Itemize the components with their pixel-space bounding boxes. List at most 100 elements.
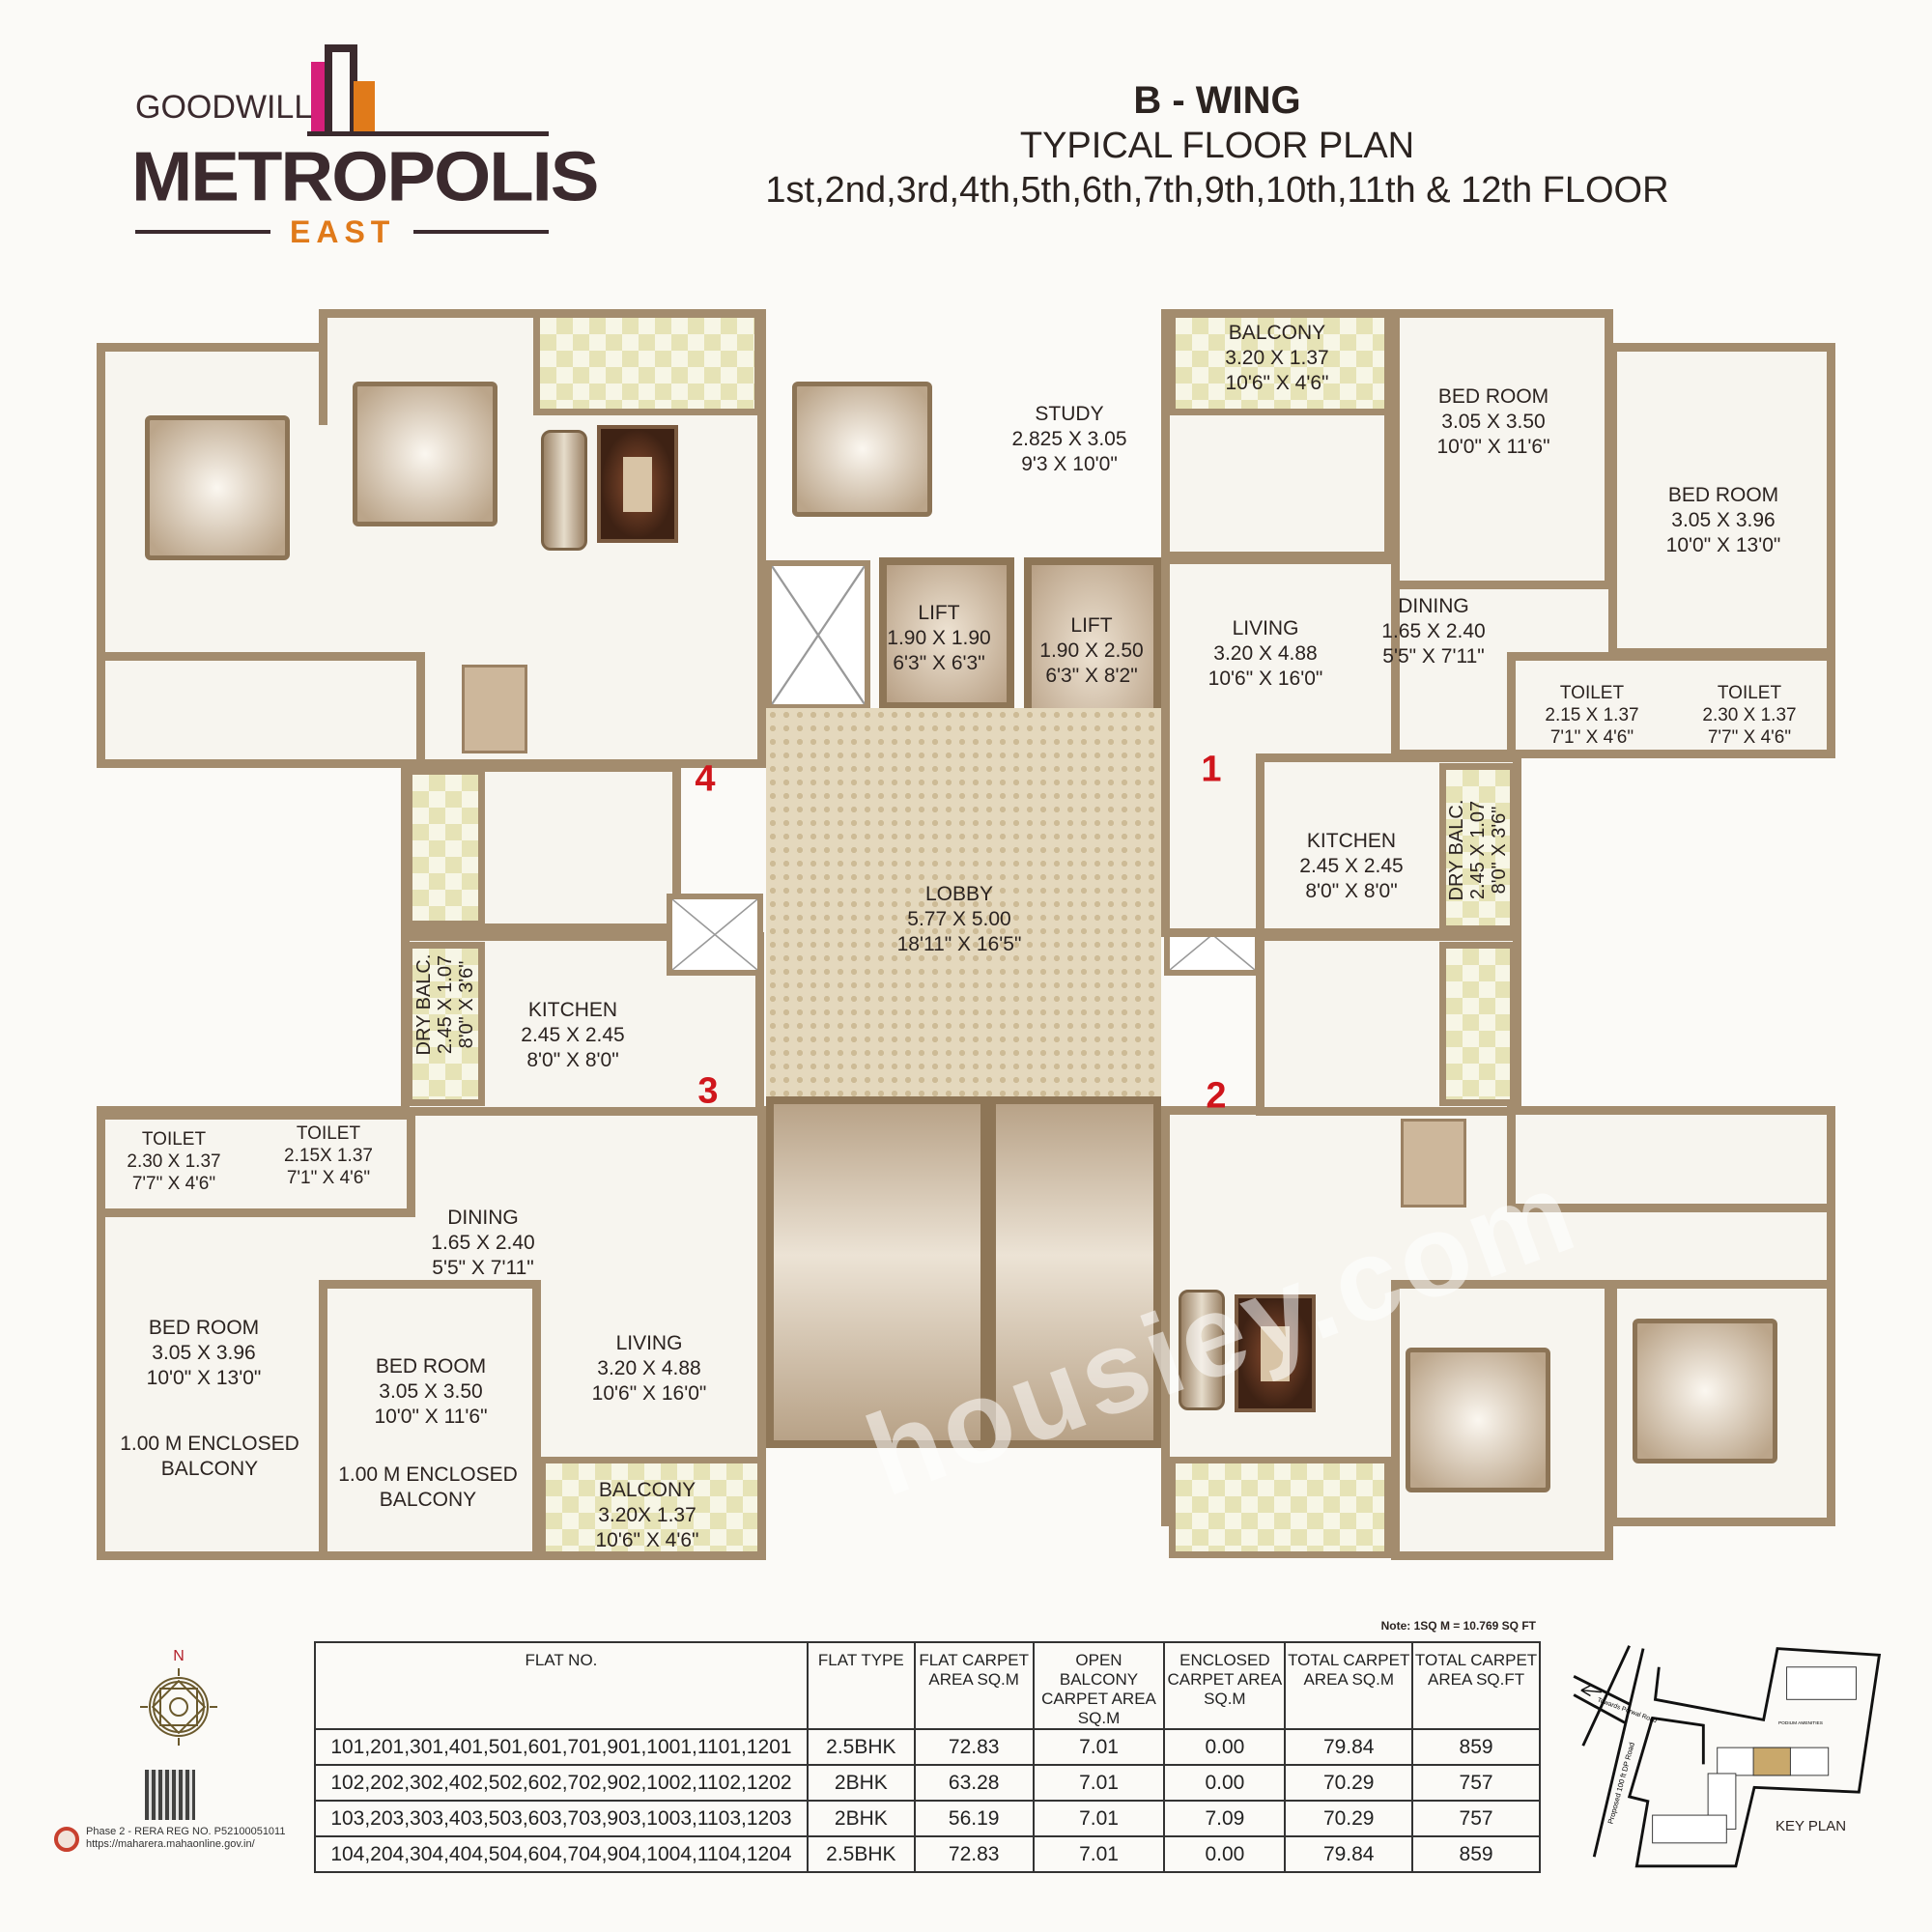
- flat-1-bedroom-2: [1608, 343, 1835, 657]
- col-enclosed: ENCLOSED CARPET AREA SQ.M: [1163, 1641, 1287, 1730]
- bed-icon: [353, 382, 497, 526]
- table-cell: 0.00: [1163, 1835, 1287, 1873]
- table-cell: 79.84: [1284, 1728, 1414, 1766]
- flat-3-balcony: [539, 1457, 764, 1558]
- logo-east: EAST: [290, 214, 396, 249]
- staircase: [766, 1096, 988, 1448]
- table-cell: 104,204,304,404,504,604,704,904,1004,110…: [314, 1835, 809, 1873]
- flat-3-toilets: [97, 1111, 415, 1217]
- col-open-balcony: OPEN BALCONY CARPET AREA SQ.M: [1032, 1641, 1166, 1730]
- area-table: FLAT NO. FLAT TYPE FLAT CARPET AREA SQ.M…: [314, 1641, 1541, 1873]
- b-wing-highlight: [1752, 1747, 1791, 1776]
- duct-shaft: [667, 894, 763, 976]
- table-cell: 70.29: [1284, 1764, 1414, 1802]
- plan-subtitle: TYPICAL FLOOR PLAN: [1019, 126, 1415, 166]
- table-cell: 7.01: [1032, 1728, 1166, 1766]
- flat-1-balcony: [1169, 311, 1391, 415]
- col-flat-carpet: FLAT CARPET AREA SQ.M: [913, 1641, 1035, 1730]
- table-cell: 2BHK: [806, 1764, 916, 1802]
- table-cell: 56.19: [913, 1800, 1035, 1837]
- bed-icon: [792, 382, 932, 517]
- table-cell: 2.5BHK: [806, 1728, 916, 1766]
- col-flat-no: FLAT NO.: [314, 1641, 809, 1730]
- table-cell: 2.5BHK: [806, 1835, 916, 1873]
- table-cell: 70.29: [1284, 1800, 1414, 1837]
- logo-metropolis: METROPOLIS: [131, 138, 599, 216]
- flat-2-toilets: [1507, 1106, 1835, 1212]
- table-row: 101,201,301,401,501,601,701,901,1001,110…: [314, 1728, 1541, 1766]
- table-cell: 7.01: [1032, 1764, 1166, 1802]
- sofa-icon: [1179, 1290, 1225, 1410]
- logo-rule: [135, 230, 270, 234]
- flat-1-dry-balcony: [1439, 763, 1517, 932]
- logo-goodwill: GOODWILL: [135, 89, 313, 126]
- flat-3-bedroom-2: [319, 1280, 541, 1560]
- rera-reg-no: Phase 2 - RERA REG NO. P52100051011: [86, 1826, 286, 1837]
- flat-4-dry-balcony: [406, 768, 485, 927]
- table-row: 104,204,304,404,504,604,704,904,1004,110…: [314, 1835, 1541, 1873]
- flat-1-toilets: [1507, 652, 1835, 758]
- col-flat-type: FLAT TYPE: [806, 1641, 916, 1730]
- table-cell: 2BHK: [806, 1800, 916, 1837]
- rera-info: Phase 2 - RERA REG NO. P52100051011 http…: [86, 1826, 285, 1851]
- flat-2-dry-balcony: [1439, 942, 1517, 1106]
- table-cell: 72.83: [913, 1728, 1035, 1766]
- table-cell: 79.84: [1284, 1835, 1414, 1873]
- bed-icon: [1633, 1319, 1777, 1463]
- table-cell: 859: [1411, 1728, 1541, 1766]
- table-cell: 7.01: [1032, 1835, 1166, 1873]
- lobby: [766, 708, 1161, 1096]
- flat-number-1: 1: [1201, 749, 1222, 790]
- duct-shaft: [766, 560, 870, 710]
- flat-number-3: 3: [697, 1070, 719, 1112]
- flat-3-dry-balcony: [406, 942, 485, 1106]
- key-plan-amenities: PODIUM AMENITIES: [1778, 1720, 1823, 1726]
- flat-2-balcony: [1169, 1457, 1391, 1558]
- bed-icon: [145, 415, 290, 560]
- table-cell: 63.28: [913, 1764, 1035, 1802]
- qr-code[interactable]: [145, 1770, 195, 1820]
- dining-table-icon: [462, 665, 527, 753]
- flat-4-balcony: [533, 311, 761, 415]
- col-total-sqft: TOTAL CARPET AREA SQ.FT: [1411, 1641, 1541, 1730]
- wing-title: B - WING: [1133, 79, 1301, 122]
- logo-building-icon: [311, 44, 375, 135]
- table-cell: 7.01: [1032, 1800, 1166, 1837]
- table-cell: 0.00: [1163, 1728, 1287, 1766]
- compass-icon: N: [140, 1648, 217, 1746]
- table-header: FLAT NO. FLAT TYPE FLAT CARPET AREA SQ.M…: [314, 1641, 1541, 1730]
- table-cell: 101,201,301,401,501,601,701,901,1001,110…: [314, 1728, 809, 1766]
- table-cell: 7.09: [1163, 1800, 1287, 1837]
- table-row: 103,203,303,403,503,603,703,903,1003,110…: [314, 1800, 1541, 1837]
- rera-url[interactable]: https://maharera.mahaonline.gov.in/: [86, 1838, 255, 1850]
- rug-icon: [1235, 1294, 1316, 1412]
- north-label: N: [173, 1648, 185, 1664]
- lift-1: [879, 557, 1014, 710]
- sofa-icon: [541, 430, 587, 551]
- logo-rule: [307, 131, 549, 136]
- flat-number-4: 4: [695, 758, 716, 800]
- flat-4-toilets: [97, 652, 425, 768]
- rug-icon: [597, 425, 678, 543]
- table-cell: 859: [1411, 1835, 1541, 1873]
- table-cell: 72.83: [913, 1835, 1035, 1873]
- key-plan-label: KEY PLAN: [1776, 1818, 1847, 1834]
- logo-rule: [413, 230, 549, 234]
- table-cell: 757: [1411, 1800, 1541, 1837]
